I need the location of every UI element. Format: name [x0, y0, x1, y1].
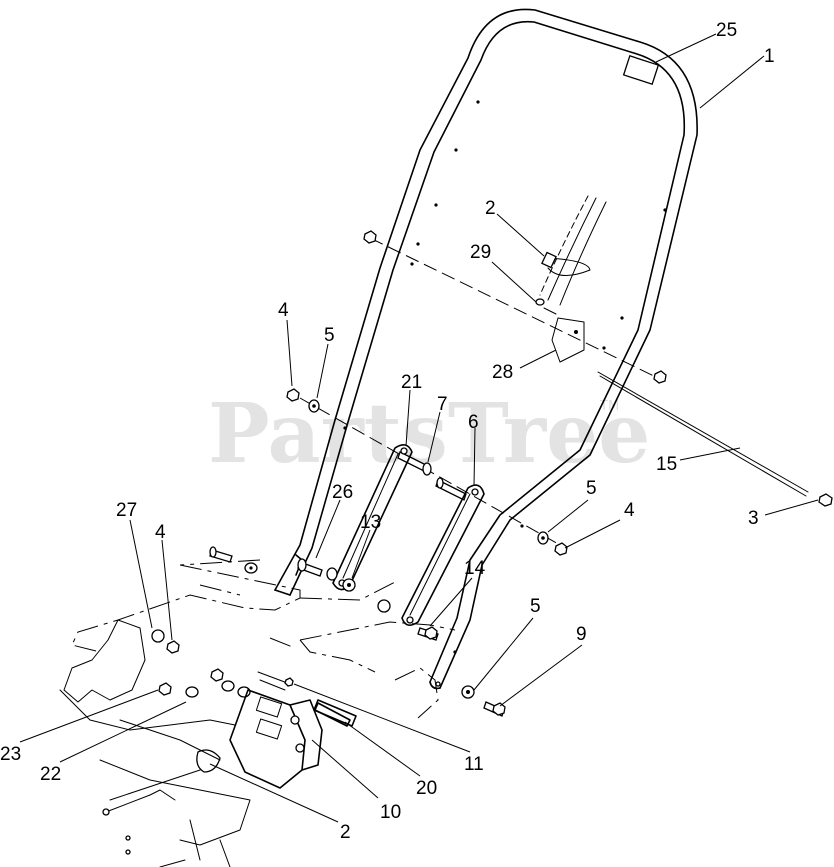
callout-14: 14 — [464, 558, 486, 579]
callout-29: 29 — [470, 242, 491, 263]
chassis-bracket — [59, 619, 351, 867]
callout-28: 28 — [492, 362, 513, 383]
upper-crossbolt-group — [363, 195, 667, 384]
callout-13: 13 — [360, 512, 381, 533]
callout-20: 20 — [416, 778, 437, 799]
callout-27: 27 — [116, 500, 137, 521]
callout-7: 7 — [437, 394, 448, 415]
callout-4-left: 4 — [155, 522, 166, 543]
callout-2-top: 2 — [485, 198, 496, 219]
watermark-trademark: TM — [599, 399, 619, 414]
callout-3: 3 — [748, 508, 759, 529]
callout-11: 11 — [464, 754, 484, 775]
rod — [597, 371, 833, 507]
callout-22: 22 — [40, 764, 61, 785]
callout-9: 9 — [576, 624, 587, 645]
callout-1: 1 — [764, 46, 775, 67]
lower-left-hardware — [209, 546, 506, 717]
callout-25: 25 — [716, 20, 737, 41]
callout-23: 23 — [0, 744, 21, 765]
callout-4-upper: 4 — [278, 300, 289, 321]
deck-outline — [71, 559, 456, 719]
callout-5-upper: 5 — [324, 325, 335, 346]
leader-lines — [19, 33, 819, 823]
callout-10: 10 — [380, 802, 401, 823]
callout-5-right: 5 — [586, 478, 597, 499]
link-6 — [401, 484, 485, 626]
callouts: 25 1 2 29 4 5 28 21 7 6 15 26 13 5 4 3 2… — [0, 20, 775, 843]
shaft — [313, 699, 357, 727]
callout-21: 21 — [401, 372, 422, 393]
mid-pivot-hardware — [286, 388, 568, 556]
callout-6: 6 — [468, 412, 479, 433]
handle-frame — [274, 8, 698, 690]
callout-2-bottom: 2 — [340, 822, 351, 843]
callout-5-lower: 5 — [530, 596, 541, 617]
callout-26: 26 — [332, 482, 353, 503]
callout-15: 15 — [656, 454, 677, 475]
callout-4-right: 4 — [624, 500, 635, 521]
